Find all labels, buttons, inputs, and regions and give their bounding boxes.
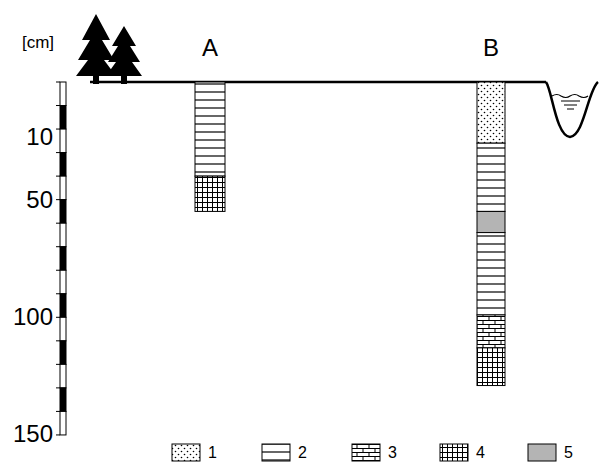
profile-name: A [202, 36, 218, 60]
ruler-segment [60, 364, 66, 388]
soil-layer [477, 211, 505, 232]
soil-layer [477, 143, 505, 211]
ruler-segment [60, 106, 66, 130]
unit-label: [cm] [22, 34, 54, 51]
legend-number: 3 [388, 445, 397, 461]
ruler-segment [60, 317, 66, 341]
ruler-segment [60, 294, 66, 318]
ruler-segment [60, 388, 66, 412]
ruler-segment [60, 82, 66, 106]
soil-layer [195, 82, 225, 176]
ruler-tick [56, 152, 60, 153]
ruler-tick [56, 82, 60, 83]
ruler-segment [60, 247, 66, 271]
legend-swatch [440, 444, 468, 461]
tree-symbol [76, 14, 142, 84]
ruler-segment [60, 411, 66, 435]
soil-layer [195, 176, 225, 211]
legend-swatch [172, 444, 200, 461]
ruler-tick [56, 387, 60, 388]
soil-layer [477, 82, 505, 143]
ruler-segment [60, 223, 66, 247]
ruler-tick [56, 411, 60, 412]
ruler-tick [56, 364, 60, 365]
profile-name: B [483, 36, 499, 60]
depth-value: 100 [13, 305, 53, 329]
ruler-segment [60, 341, 66, 365]
depth-value: 50 [26, 188, 53, 212]
ruler-tick [56, 270, 60, 271]
legend-swatch [528, 444, 556, 461]
soil-layer [477, 348, 505, 386]
ruler-tick [56, 105, 60, 106]
depth-value: 150 [13, 422, 53, 446]
ruler-tick [56, 434, 60, 435]
legend-number: 5 [564, 445, 573, 461]
ruler-segment [60, 176, 66, 200]
legend-swatch [352, 444, 380, 461]
ruler-tick [56, 340, 60, 341]
depth-value: 10 [26, 125, 53, 149]
legend-number: 1 [208, 445, 217, 461]
ruler-tick [56, 246, 60, 247]
soil-layer [477, 233, 505, 315]
ruler-segment [60, 129, 66, 153]
legend-swatch [262, 444, 290, 461]
water-ditch [546, 82, 598, 137]
ruler-segment [60, 200, 66, 224]
ruler-tick [56, 293, 60, 294]
soil-columns [195, 82, 505, 386]
ruler-tick [56, 176, 60, 177]
ruler-tick [56, 129, 60, 130]
ruler-tick [56, 223, 60, 224]
legend-number: 2 [298, 445, 307, 461]
legend-swatches [172, 444, 556, 461]
ruler-segment [60, 270, 66, 294]
ruler-segment [60, 153, 66, 177]
legend-number: 4 [476, 445, 485, 461]
soil-layer [477, 315, 505, 348]
ruler-tick [56, 317, 60, 318]
depth-ruler [56, 82, 66, 435]
ruler-tick [56, 199, 60, 200]
